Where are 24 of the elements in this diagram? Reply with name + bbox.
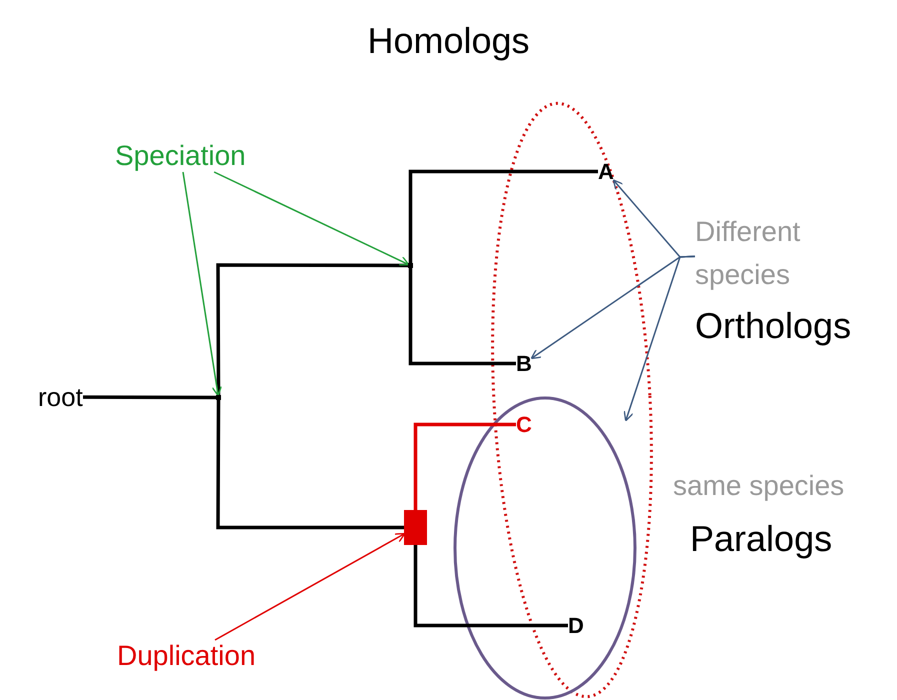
arrow <box>624 256 696 422</box>
leaf-label: B <box>516 351 532 376</box>
tree-branch <box>408 268 516 366</box>
tree-branch <box>414 545 568 628</box>
node-label: root <box>38 382 83 412</box>
node-label: Duplication <box>117 640 256 672</box>
tree-branch <box>216 263 408 395</box>
label: same species <box>673 470 844 502</box>
arrow <box>214 532 406 641</box>
label: Paralogs <box>690 518 832 560</box>
node-label: Different species <box>695 210 845 297</box>
title: Homologs <box>366 20 531 62</box>
label: Orthologs <box>695 305 852 346</box>
node-label: Speciation <box>115 140 246 172</box>
leaf-label: A <box>598 159 614 184</box>
leaf-label: C <box>516 412 532 437</box>
tree-branch <box>408 170 598 263</box>
tree-branch <box>414 422 516 510</box>
arrow <box>182 172 222 397</box>
leaf-label: D <box>568 613 584 638</box>
tree-branch <box>83 395 216 400</box>
duplication-marker <box>404 510 427 545</box>
arrow <box>214 171 410 266</box>
tree-branch <box>216 400 404 530</box>
